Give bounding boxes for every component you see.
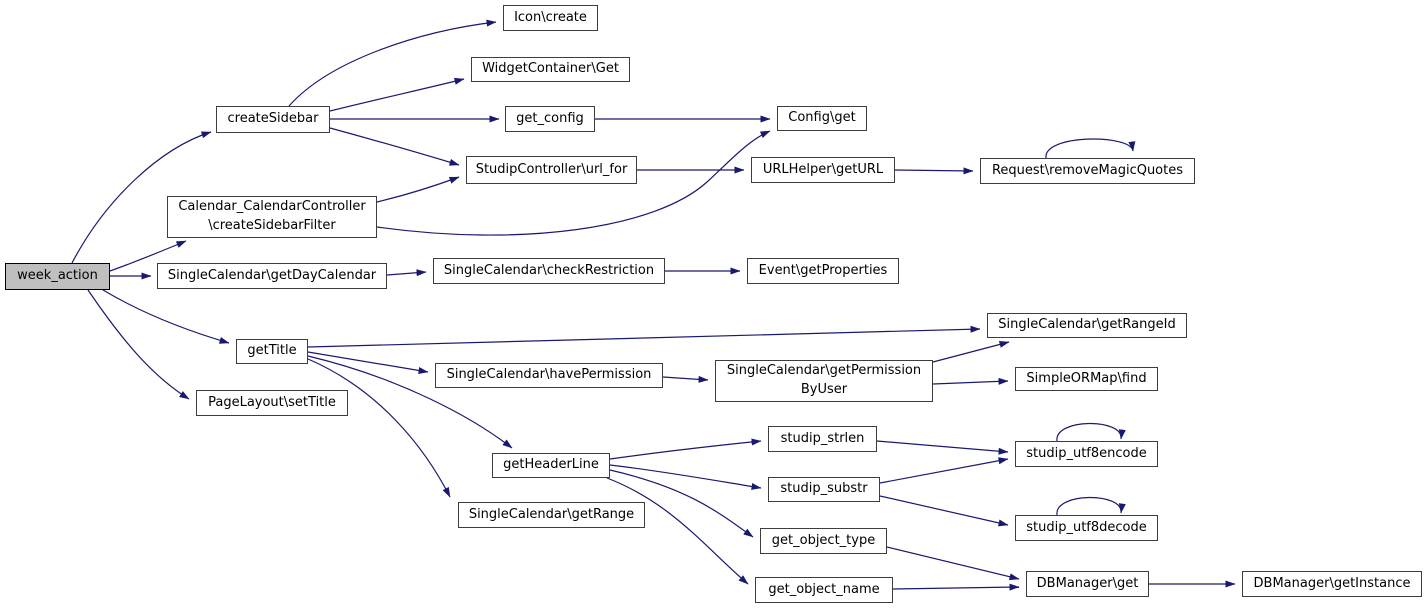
edge-get-permission-by-user-get-range-id <box>932 341 1010 363</box>
node-studip-utf8encode[interactable]: studip_utf8encode <box>1015 441 1158 467</box>
edge-get-title-get-header-line <box>307 355 513 449</box>
edge-week-action-set-title <box>87 289 190 400</box>
edge-create-sidebar-icon-create <box>288 19 497 107</box>
node-page-layout-set-title[interactable]: PageLayout\setTitle <box>196 390 348 416</box>
node-icon-create[interactable]: Icon\create <box>503 5 598 31</box>
node-week-action: week_action <box>5 263 110 290</box>
node-studip-strlen[interactable]: studip_strlen <box>768 426 877 452</box>
node-dbmanager-get[interactable]: DBManager\get <box>1026 571 1149 597</box>
edge-week-action-create-sidebar <box>71 131 212 264</box>
edge-get-title-have-permission <box>307 351 429 374</box>
edge-studip-strlen-utf8encode <box>876 440 1009 455</box>
node-studip-substr[interactable]: studip_substr <box>768 477 880 502</box>
edge-get-permission-by-user-simple-ormap-find <box>932 377 1009 385</box>
node-single-calendar-get-permission-by-user[interactable]: SingleCalendar\getPermission ByUser <box>715 360 933 402</box>
edge-create-sidebar-url-for <box>329 127 460 166</box>
node-event-get-properties[interactable]: Event\getProperties <box>747 258 899 284</box>
edge-get-day-calendar-check-restriction <box>386 269 427 277</box>
edge-studip-substr-utf8encode <box>879 457 1009 484</box>
edge-get-title-get-range-id <box>307 325 981 348</box>
edge-get-header-line-studip-substr <box>609 464 762 490</box>
edge-create-sidebar-widget-container-get <box>329 77 465 112</box>
edge-have-permission-get-permission-by-user <box>662 375 709 383</box>
edge-get-header-line-get-object-type <box>609 469 754 538</box>
edge-self-utf8encode <box>1056 422 1126 442</box>
node-get-title[interactable]: getTitle <box>236 339 308 364</box>
node-create-sidebar[interactable]: createSidebar <box>216 106 330 133</box>
node-single-calendar-get-day-calendar[interactable]: SingleCalendar\getDayCalendar <box>157 263 387 289</box>
node-url-helper-get-url[interactable]: URLHelper\getURL <box>751 157 895 183</box>
edge-get-object-type-dbmanager-get <box>886 546 1020 581</box>
node-dbmanager-get-instance[interactable]: DBManager\getInstance <box>1242 571 1422 597</box>
node-single-calendar-check-restriction[interactable]: SingleCalendar\checkRestriction <box>433 258 665 284</box>
edge-get-header-line-studip-strlen <box>609 438 762 460</box>
node-create-sidebar-filter[interactable]: Calendar_CalendarController \createSideb… <box>167 196 377 238</box>
node-single-calendar-have-permission[interactable]: SingleCalendar\havePermission <box>435 363 663 388</box>
edge-self-utf8decode <box>1056 496 1126 516</box>
node-studip-controller-url-for[interactable]: StudipController\url_for <box>466 156 637 184</box>
node-studip-utf8decode[interactable]: studip_utf8decode <box>1015 515 1158 541</box>
node-request-remove-magic-quotes[interactable]: Request\removeMagicQuotes <box>980 158 1195 184</box>
edge-get-object-name-dbmanager-get <box>892 583 1020 591</box>
node-get-object-type[interactable]: get_object_type <box>760 528 887 554</box>
edge-studip-substr-utf8decode <box>879 495 1009 527</box>
edge-week-action-get-title <box>102 289 230 344</box>
node-single-calendar-get-range[interactable]: SingleCalendar\getRange <box>458 502 645 528</box>
edge-self-remove-magic-quotes <box>1045 138 1136 159</box>
edge-get-header-line-get-object-name <box>606 477 749 585</box>
node-simple-ormap-find[interactable]: SimpleORMap\find <box>1015 367 1158 391</box>
edge-create-sidebar-filter-config-get <box>376 130 771 236</box>
node-widget-container-get[interactable]: WidgetContainer\Get <box>471 57 630 82</box>
edge-week-action-create-sidebar-filter <box>109 240 187 272</box>
node-single-calendar-get-range-id[interactable]: SingleCalendar\getRangeId <box>987 313 1187 338</box>
node-get-config[interactable]: get_config <box>505 106 595 132</box>
node-get-header-line[interactable]: getHeaderLine <box>492 453 610 478</box>
node-config-get[interactable]: Config\get <box>777 106 867 131</box>
edge-get-title-get-range <box>307 358 451 498</box>
node-get-object-name[interactable]: get_object_name <box>755 577 893 603</box>
edge-create-sidebar-filter-url-for <box>376 176 460 203</box>
edge-url-helper-get-url-remove-magic-quotes <box>894 167 974 175</box>
